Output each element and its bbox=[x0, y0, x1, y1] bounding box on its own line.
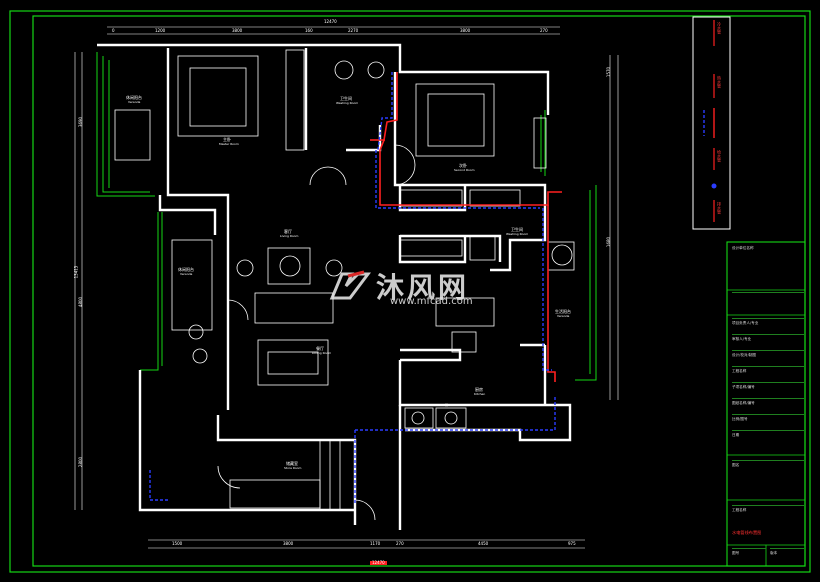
room-label-bath1-en: Washing Room bbox=[336, 101, 359, 105]
room-label-store-en: Store Room bbox=[284, 466, 302, 470]
hot-water-pipes bbox=[370, 72, 562, 382]
dim-bottom-2: 1170 bbox=[370, 541, 381, 546]
title-block-company: 设计单位名称 bbox=[732, 246, 754, 250]
dim-bottom-4: 4450 bbox=[478, 541, 489, 546]
room-label-store: 储藏室 bbox=[286, 461, 298, 466]
dim-left-1: 4800 bbox=[78, 296, 84, 308]
room-label-veranda-nw-en: Veranda bbox=[128, 100, 141, 104]
watermark: 沐风网 www.mfcad.com bbox=[328, 266, 498, 310]
dim-top-5: 3800 bbox=[460, 28, 471, 33]
dim-right-0: 1570 bbox=[606, 66, 612, 78]
title-block-row-8: 日期 bbox=[732, 430, 804, 447]
legend-item-2: 给水管 bbox=[717, 150, 722, 162]
room-label-dining: 餐厅 bbox=[316, 346, 324, 351]
walls bbox=[97, 43, 572, 530]
dim-top-6: 270 bbox=[540, 28, 548, 33]
room-label-second-en: Second Room bbox=[454, 168, 475, 172]
dim-left-2: 2800 bbox=[78, 456, 84, 468]
dim-overall-top: 12470 bbox=[324, 19, 337, 24]
room-label-bath2: 卫生间 bbox=[511, 227, 523, 232]
legend-item-1: 热水管 bbox=[717, 76, 722, 88]
title-block-row-3: 设计/校对/制图 bbox=[732, 350, 804, 367]
title-block-project-label: 工程名称 bbox=[732, 505, 804, 522]
room-label-living: 客厅 bbox=[284, 229, 292, 234]
cold-water-pipes bbox=[149, 72, 556, 505]
room-label-kitchen: 厨房 bbox=[475, 387, 483, 392]
room-label-master: 主卧 bbox=[223, 137, 231, 142]
dim-bottom-5: 975 bbox=[568, 541, 576, 546]
title-block-footer-right: 版本 bbox=[770, 548, 804, 565]
dim-top-1: 1200 bbox=[155, 28, 166, 33]
dimension-lines bbox=[74, 26, 619, 549]
title-block bbox=[726, 241, 806, 567]
watermark-logo-icon bbox=[329, 270, 371, 300]
dim-bottom-3: 270 bbox=[396, 541, 404, 546]
dim-top-3: 160 bbox=[305, 28, 313, 33]
watermark-url: www.mfcad.com bbox=[390, 296, 473, 307]
room-label-dining-en: Dining Room bbox=[312, 351, 332, 355]
legend-item-3: 排水管 bbox=[717, 202, 722, 214]
title-block-drawing-title: 水电管线布置图 bbox=[732, 530, 762, 535]
legend-box bbox=[692, 16, 731, 230]
outer-frame bbox=[9, 10, 811, 573]
title-block-row-0 bbox=[732, 292, 804, 309]
room-label-veranda-e-en: Veranda bbox=[557, 314, 570, 318]
room-label-kitchen-en: Kitchen bbox=[474, 392, 486, 396]
dim-bottom-total: 12470 bbox=[370, 560, 387, 565]
furniture-and-doors bbox=[114, 49, 575, 521]
veranda-outlines bbox=[96, 52, 597, 381]
title-block-row-5: 子项名称/编号 bbox=[732, 382, 804, 399]
room-label-bath2-en: Washing Room bbox=[506, 232, 529, 236]
legend-item-0: 冷水管 bbox=[717, 22, 722, 34]
dim-overall-left: 13415 bbox=[73, 265, 79, 279]
title-block-row-2: 审核人/专业 bbox=[732, 334, 804, 351]
title-block-row-4: 工程名称 bbox=[732, 366, 804, 383]
dim-left-0: 3690 bbox=[78, 116, 84, 128]
watermark-text: 沐风网 bbox=[376, 271, 470, 304]
title-block-row-7: 比例/图号 bbox=[732, 414, 804, 431]
dim-top-4: 2270 bbox=[348, 28, 359, 33]
room-label-living-en: Living Room bbox=[280, 234, 299, 238]
title-block-row-9: 图名 bbox=[732, 460, 804, 477]
dim-top-2: 3800 bbox=[232, 28, 243, 33]
room-label-veranda-nw: 休闲阳台 bbox=[126, 95, 142, 100]
room-label-second: 次卧 bbox=[459, 163, 467, 168]
room-label-veranda-e: 生活阳台 bbox=[555, 309, 571, 314]
room-label-veranda-w-en: Veranda bbox=[180, 272, 193, 276]
dim-bottom-0: 1500 bbox=[172, 541, 183, 546]
room-label-bath1: 卫生间 bbox=[340, 96, 352, 101]
room-label-veranda-w: 休闲阳台 bbox=[178, 267, 194, 272]
room-label-master-en: Master Room bbox=[219, 142, 239, 146]
title-block-row-6: 图纸名称/编号 bbox=[732, 398, 804, 415]
dim-right-1: 1680 bbox=[606, 236, 612, 248]
title-block-row-1: 项目负责人/专业 bbox=[732, 318, 804, 335]
title-block-footer-left: 图号 bbox=[732, 548, 766, 565]
dim-top-0: 0 bbox=[112, 28, 115, 33]
dim-bottom-1: 3800 bbox=[283, 541, 294, 546]
